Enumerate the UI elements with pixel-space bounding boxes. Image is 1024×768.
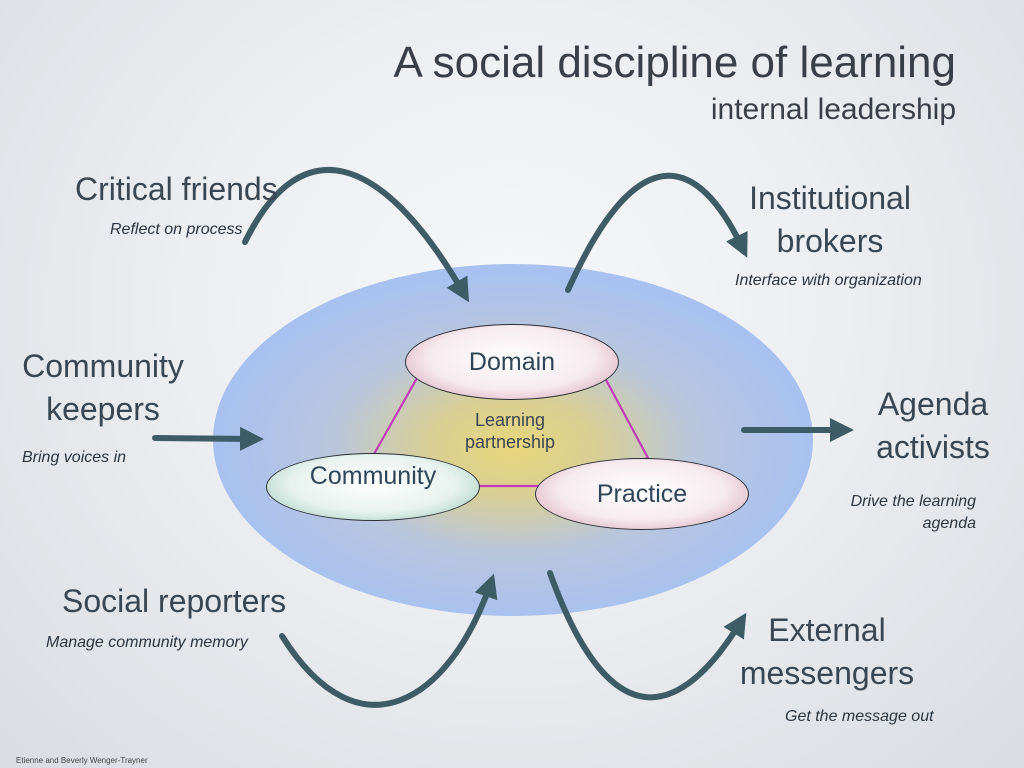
institutional-brokers-label: Institutional brokers	[749, 180, 911, 259]
arrow-external-messengers	[547, 570, 747, 701]
arrow-institutional-brokers	[565, 172, 748, 293]
institutional-brokers-description: Interface with organization	[735, 272, 922, 289]
social-reporters-description: Manage community memory	[46, 634, 248, 651]
learning-partnership-label: Learning partnership	[464, 410, 556, 452]
social-reporters-label: Social reporters	[62, 583, 287, 619]
external-messengers-description: Get the message out	[785, 708, 934, 725]
community-node: Community	[266, 453, 480, 521]
community-keepers-description: Bring voices in	[22, 449, 127, 466]
agenda-activists-label: Agenda activists	[876, 386, 990, 465]
practice-node: Practice	[535, 458, 749, 530]
critical-friends-description: Reflect on process	[110, 221, 243, 238]
agenda-activists-description: Drive the learning agenda	[850, 493, 976, 532]
external-messengers-label: External messengers	[739, 612, 915, 691]
domain-node: Domain	[405, 324, 619, 400]
page-title: A social discipline of learning	[393, 38, 956, 87]
community-keepers-label: Community keepers	[22, 348, 184, 427]
critical-friends-label: Critical friends	[75, 171, 278, 207]
page-subtitle: internal leadership	[710, 93, 956, 126]
arrow-social-reporters	[279, 573, 498, 708]
arrow-critical-friends	[242, 167, 470, 303]
arrow-community-keepers	[152, 426, 264, 451]
author-credit: Etienne and Beverly Wenger-Trayner	[16, 756, 148, 765]
